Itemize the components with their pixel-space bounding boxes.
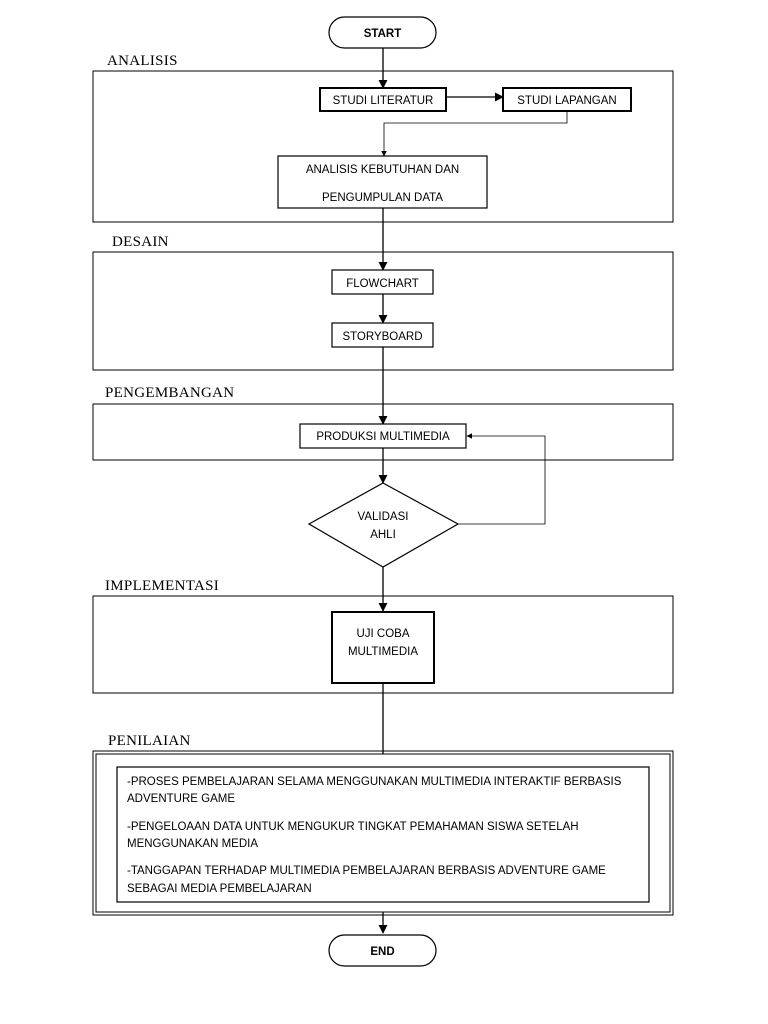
flowchart-label: FLOWCHART — [346, 278, 419, 290]
penilaian-item-3-line-1: -TANGGAPAN TERHADAP MULTIMEDIA PEMBELAJA… — [127, 865, 606, 877]
uji-coba-box — [331, 611, 435, 684]
section-label-implementasi: IMPLEMENTASI — [105, 578, 219, 594]
analisis-kebutuhan-line-1: ANALISIS KEBUTUHAN DAN — [306, 164, 459, 176]
penilaian-item-2-line-2: MENGGUNAKAN MEDIA — [127, 838, 258, 850]
flowchart-box — [331, 269, 434, 295]
penilaian-item-3-line-2: SEBAGAI MEDIA PEMBELAJARAN — [127, 883, 312, 895]
section-label-desain: DESAIN — [112, 234, 169, 250]
edge-validasi-feedback — [458, 433, 546, 525]
studi-lapangan-label: STUDI LAPANGAN — [517, 95, 616, 107]
section-label-analisis: ANALISIS — [107, 53, 178, 69]
validasi-ahli-diamond — [307, 482, 460, 568]
start-terminal — [328, 16, 437, 49]
section-label-pengembangan: PENGEMBANGAN — [105, 385, 234, 401]
section-label-penilaian: PENILAIAN — [108, 733, 191, 749]
uji-coba-line-2: MULTIMEDIA — [348, 646, 418, 658]
studi-lapangan-box — [502, 87, 632, 112]
penilaian-item-1-line-1: -PROSES PEMBELAJARAN SELAMA MENGGUNAKAN … — [127, 776, 622, 788]
start-label: START — [364, 28, 401, 40]
penilaian-item-1-line-2: ADVENTURE GAME — [127, 793, 235, 805]
edge-lapangan-to-analisis — [381, 111, 568, 157]
validasi-ahli-line-1: VALIDASI — [358, 511, 409, 523]
penilaian-item-2-line-1: -PENGELOAAN DATA UNTUK MENGUKUR TINGKAT … — [127, 821, 579, 833]
studi-literatur-box — [319, 87, 447, 112]
produksi-multimedia-box — [299, 423, 467, 449]
penilaian-content-box — [116, 766, 650, 903]
studi-literatur-label: STUDI LITERATUR — [333, 95, 434, 107]
analisis-kebutuhan-box — [277, 155, 488, 209]
produksi-multimedia-label: PRODUKSI MULTIMEDIA — [316, 431, 450, 443]
end-terminal — [328, 934, 437, 967]
uji-coba-line-1: UJI COBA — [356, 628, 409, 640]
validasi-ahli-line-2: AHLI — [370, 529, 396, 541]
end-label: END — [370, 946, 394, 958]
analisis-kebutuhan-line-2: PENGUMPULAN DATA — [322, 192, 443, 204]
storyboard-box — [331, 322, 434, 348]
storyboard-label: STORYBOARD — [342, 331, 422, 343]
